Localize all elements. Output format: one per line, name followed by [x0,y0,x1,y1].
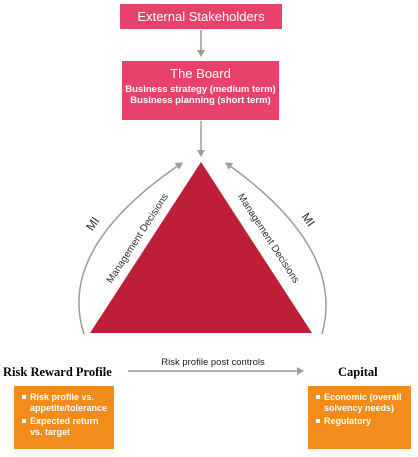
board-title: The Board [170,66,231,81]
right-mi-label: MI [299,210,318,229]
risk-reward-profile-title: Risk Reward Profile [3,365,112,379]
risk-reward-item: Risk profile vs. appetite/tolerance [22,392,108,413]
capital-title: Capital [338,365,378,379]
board-box: The Board Business strategy (medium term… [122,61,279,120]
left-mi-arrow [78,162,183,335]
external-stakeholders-box: External Stakeholders [120,4,282,29]
board-line-planning: Business planning (short term) [130,95,271,106]
flow-label: Risk profile post controls [161,357,265,368]
risk-reward-item: Expected return vs. target [22,416,108,437]
capital-box: Economic (overall solvency needs) Regula… [308,386,411,449]
risk-reward-profile-box: Risk profile vs. appetite/tolerance Expe… [14,386,114,449]
triangle [90,162,312,333]
capital-item: Economic (overall solvency needs) [316,392,405,413]
right-mi-arrow [225,162,327,335]
capital-item: Regulatory [316,416,405,427]
external-stakeholders-label: External Stakeholders [137,9,265,24]
board-line-strategy: Business strategy (medium term) [125,84,276,95]
left-mi-label: MI [83,214,102,233]
